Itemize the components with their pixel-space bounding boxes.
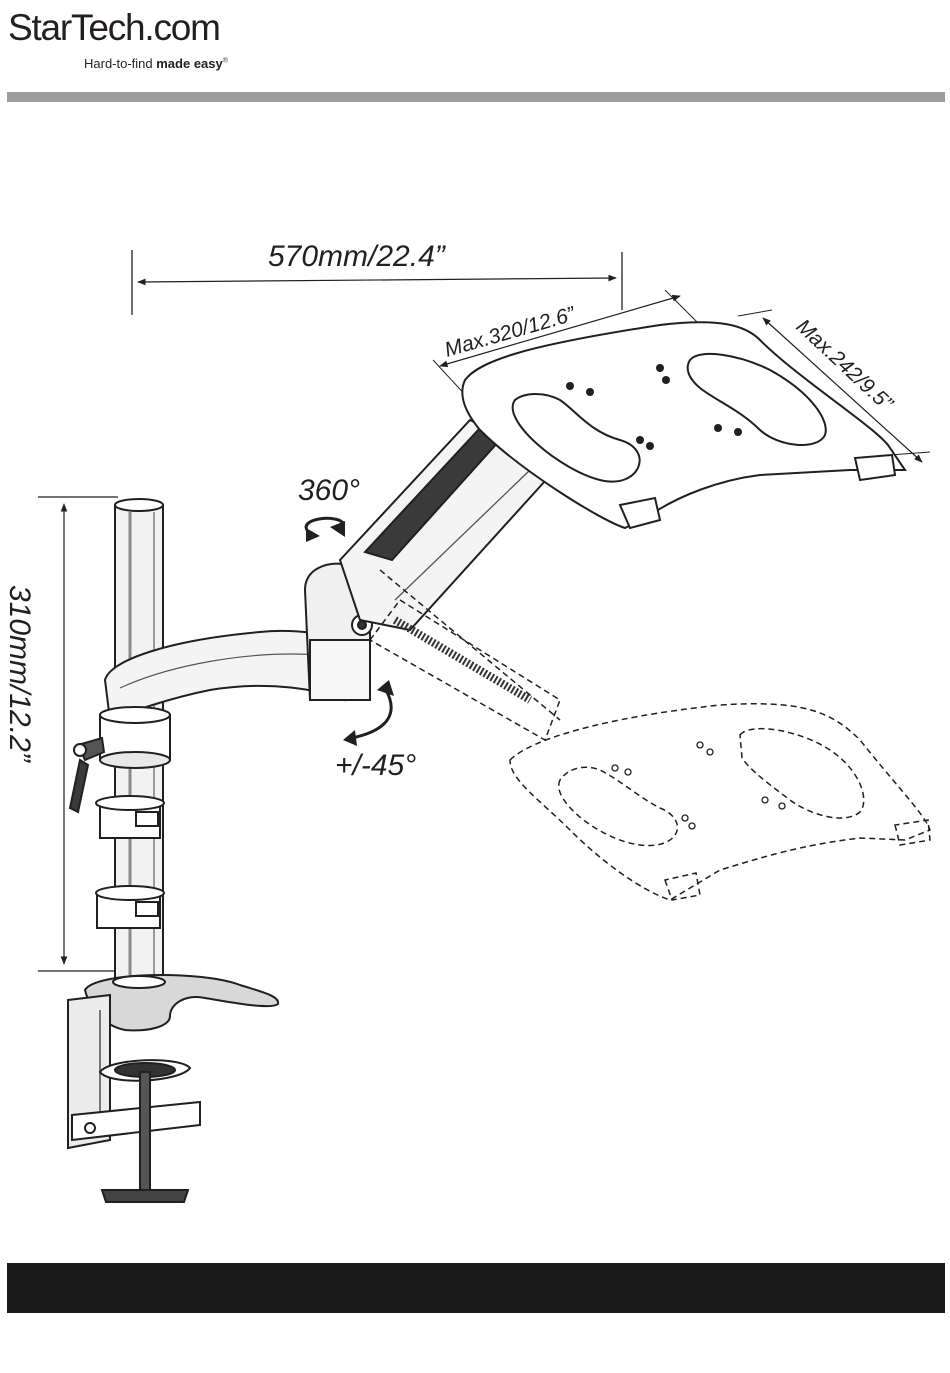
tilted-position-outline	[370, 570, 930, 900]
footer-bar	[7, 1263, 945, 1313]
desk-clamp	[68, 975, 278, 1202]
tilt-label: +/-45°	[335, 749, 416, 782]
reach-dimension: 570mm/22.4”	[132, 240, 622, 315]
rotation-indicator: 360°	[298, 474, 360, 542]
rotation-label: 360°	[298, 474, 360, 507]
reach-label: 570mm/22.4”	[268, 240, 447, 273]
height-label: 310mm/12.2”	[3, 585, 36, 764]
tilted-tray-holes	[612, 742, 785, 829]
